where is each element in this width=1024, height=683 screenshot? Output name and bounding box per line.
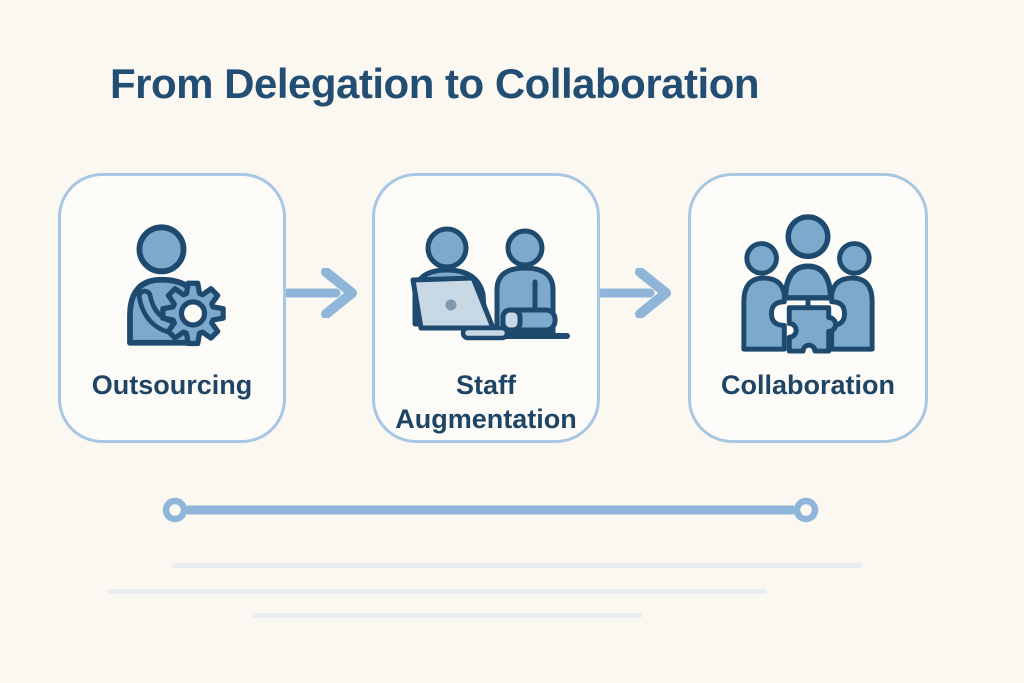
- placeholder-line: [252, 613, 642, 618]
- right-arrow-icon: [286, 268, 357, 318]
- step-label: Staff Augmentation: [395, 370, 577, 435]
- step-card-staff-augmentation: Staff Augmentation: [372, 173, 600, 443]
- icon-wrap: [109, 210, 235, 358]
- step-card-outsourcing: Outsourcing: [58, 173, 286, 443]
- icon-wrap: [401, 210, 571, 358]
- timeline: [162, 497, 819, 523]
- step-card-collaboration: Collaboration: [688, 173, 928, 443]
- placeholder-line: [172, 563, 862, 568]
- people-laptop-icon: [410, 226, 570, 341]
- icon-wrap: [733, 210, 883, 358]
- timeline-end-circle-icon: [793, 497, 819, 523]
- timeline-start-circle-icon: [162, 497, 188, 523]
- step-label: Outsourcing: [91, 370, 253, 400]
- page-title: From Delegation to Collaboration: [110, 60, 760, 107]
- team-puzzle-icon: [741, 214, 875, 354]
- step-label: Collaboration: [721, 370, 895, 400]
- person-gear-icon: [127, 224, 226, 347]
- placeholder-line: [107, 589, 767, 594]
- right-arrow-icon: [600, 268, 671, 318]
